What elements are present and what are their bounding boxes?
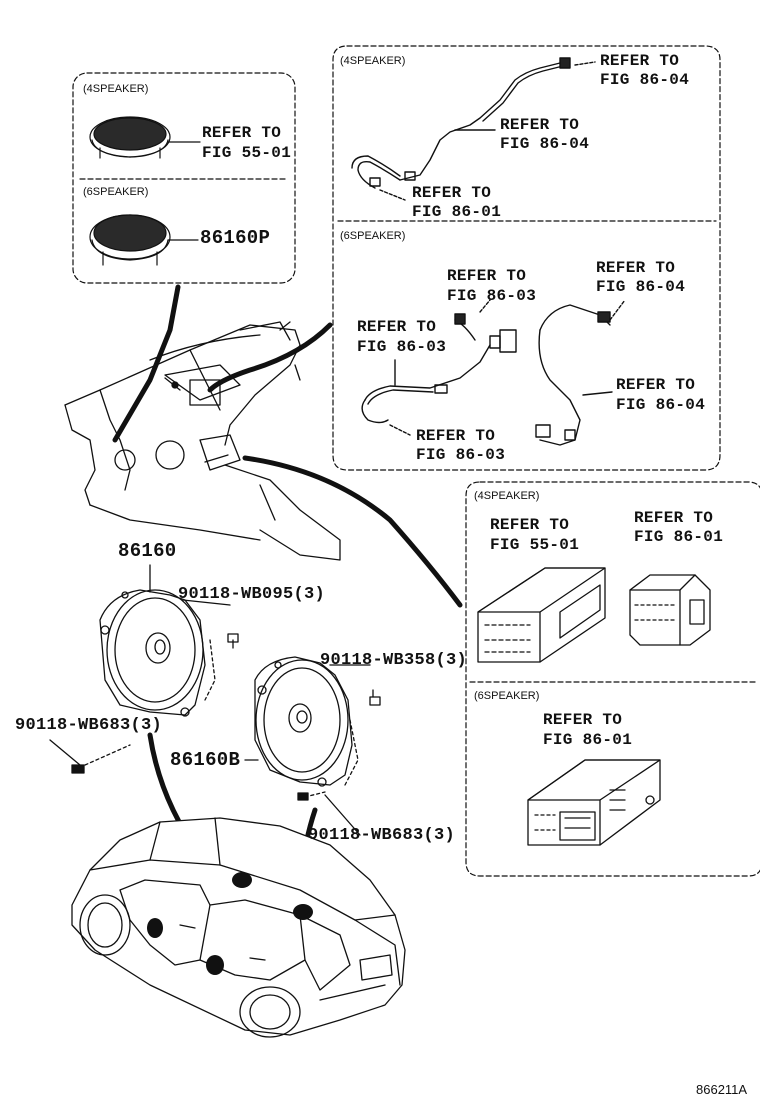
tweeter-6speaker-icon (89, 214, 199, 266)
harness6-e-ref-line1: REFER TO (416, 427, 496, 445)
head-unit-6speaker-icon (527, 759, 661, 846)
tweeter6-part-number: 86160P (200, 227, 271, 249)
harness6-b-ref-line2: FIG 86-04 (596, 278, 686, 296)
harness4-mid-ref-line2: FIG 86-04 (500, 135, 590, 153)
rear-speaker-icon (244, 656, 381, 836)
rear-speaker-part-number: 86160B (170, 749, 241, 771)
car-icon (71, 817, 406, 1038)
diagram-id: 866211A (696, 1082, 748, 1097)
section-4speaker-label: (4SPEAKER) (474, 490, 540, 502)
harness-6speaker-icon (361, 299, 626, 446)
front-screw-part-number: 90118-WB095(3) (178, 585, 326, 604)
unit6-ref-line2: FIG 86-01 (543, 731, 633, 749)
harness6-c-ref-line2: FIG 86-03 (357, 338, 447, 356)
harness4-low-ref-line1: REFER TO (412, 184, 492, 202)
harness6-d-ref-line1: REFER TO (616, 376, 696, 394)
unit6-ref-line1: REFER TO (543, 711, 623, 729)
harness6-a-ref-line1: REFER TO (447, 267, 527, 285)
harness6-d-ref-line2: FIG 86-04 (616, 396, 706, 414)
harness6-c-ref-line1: REFER TO (357, 318, 437, 336)
unit4-right-ref-line2: FIG 86-01 (634, 528, 724, 546)
unit4-right-ref-line1: REFER TO (634, 509, 714, 527)
harness6-b-ref-line1: REFER TO (596, 259, 676, 277)
tweeter-4speaker-icon (89, 116, 201, 159)
harness4-top-ref-line2: FIG 86-04 (600, 71, 690, 89)
harness4-top-ref-line1: REFER TO (600, 52, 680, 70)
front-speaker-part-number: 86160 (118, 540, 177, 562)
section-4speaker-label: (4SPEAKER) (340, 55, 406, 67)
tweeter4-ref-line2: FIG 55-01 (202, 144, 292, 162)
harness-panel (332, 45, 721, 471)
section-6speaker-label: (6SPEAKER) (83, 186, 149, 198)
head-unit-panel (465, 481, 760, 877)
harness4-mid-ref-line1: REFER TO (500, 116, 580, 134)
dashboard-icon (64, 321, 341, 561)
front-speaker-icon (49, 564, 239, 774)
head-unit-4speaker-icon (477, 567, 711, 663)
front-bolt-part-number: 90118-WB683(3) (15, 716, 163, 735)
harness6-e-ref-line2: FIG 86-03 (416, 446, 506, 464)
section-6speaker-label: (6SPEAKER) (340, 230, 406, 242)
harness6-a-ref-line2: FIG 86-03 (447, 287, 537, 305)
section-4speaker-label: (4SPEAKER) (83, 83, 149, 95)
tweeter4-ref-line1: REFER TO (202, 124, 282, 142)
unit4-left-ref-line2: FIG 55-01 (490, 536, 580, 554)
rear-screw-part-number: 90118-WB358(3) (320, 651, 468, 670)
harness-4speaker-icon (351, 57, 596, 201)
unit4-left-ref-line1: REFER TO (490, 516, 570, 534)
section-6speaker-label: (6SPEAKER) (474, 690, 540, 702)
tweeter-panel (72, 72, 296, 284)
rear-bolt-part-number: 90118-WB683(3) (308, 826, 456, 845)
harness4-low-ref-line2: FIG 86-01 (412, 203, 502, 221)
